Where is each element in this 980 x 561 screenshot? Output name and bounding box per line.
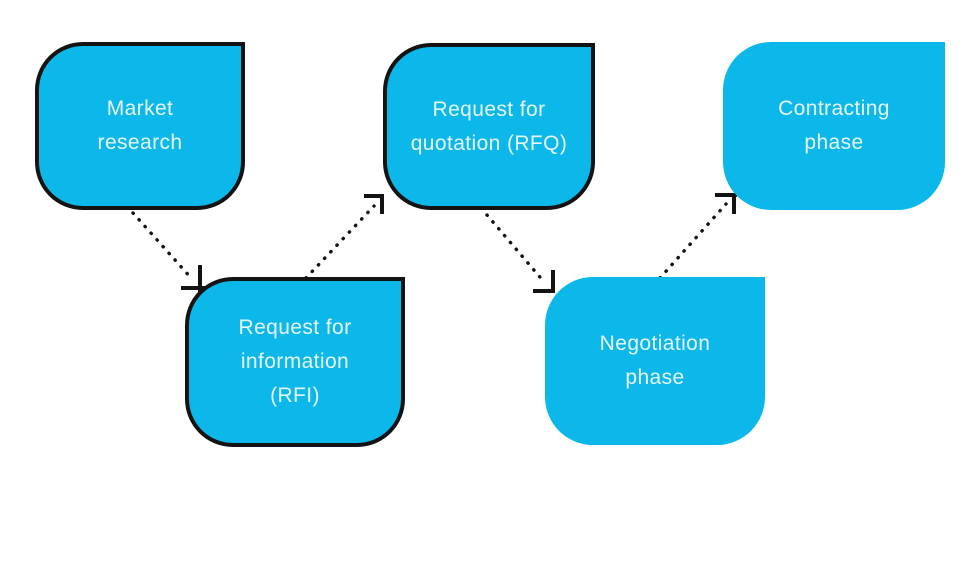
node-label: Market research [97, 97, 183, 154]
arrow-negotiation-to-contracting [658, 193, 737, 280]
node-label: Contracting phase [778, 97, 890, 154]
node-request-for-quotation: Request for quotation (RFQ) [383, 43, 595, 210]
node-request-for-information: Request for information (RFI) [185, 277, 405, 447]
arrow-market-research-to-rfi [131, 211, 208, 292]
node-label: Request for information (RFI) [238, 316, 352, 407]
node-label: Request for quotation (RFQ) [410, 97, 568, 155]
node-market-research: Market research [35, 42, 245, 210]
arrow-rfi-to-rfq [304, 194, 384, 280]
node-negotiation-phase: Negotiation phase [545, 277, 765, 445]
arrow-rfq-to-negotiation [485, 213, 555, 293]
node-label: Negotiation phase [599, 332, 711, 389]
node-contracting-phase: Contracting phase [723, 42, 945, 210]
